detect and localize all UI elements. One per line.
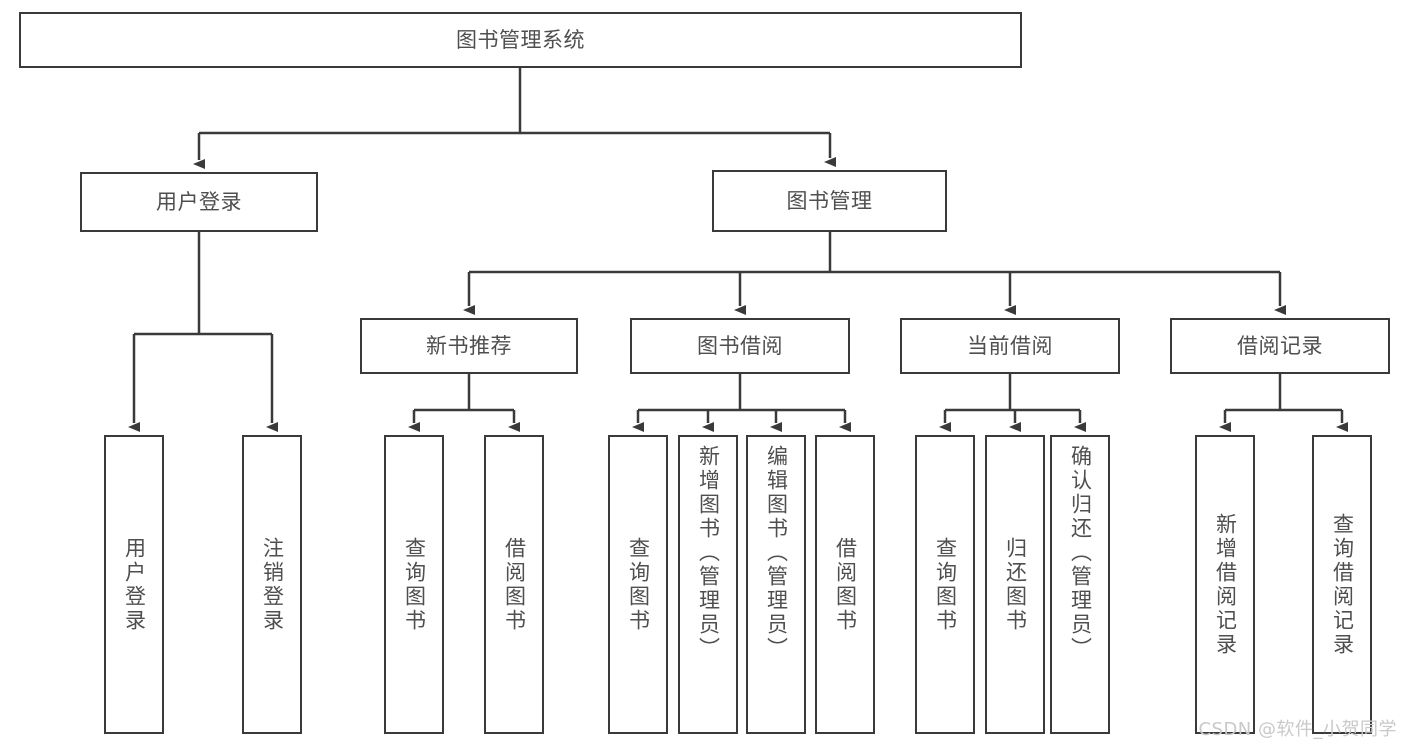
- level2-node[interactable]: 图书管理: [712, 170, 947, 232]
- leaf-label: 新增图书（管理员）: [696, 445, 721, 661]
- level3-label: 新书推荐: [426, 333, 512, 358]
- leaf-label: 新增借阅记录: [1213, 512, 1238, 657]
- leaf-node[interactable]: 新增图书（管理员）: [678, 435, 738, 734]
- leaf-label: 查询图书: [626, 536, 651, 633]
- level3-node[interactable]: 新书推荐: [360, 318, 578, 374]
- watermark-text: CSDN @软件_小贺同学: [1198, 719, 1397, 740]
- leaf-node[interactable]: 确认归还（管理员）: [1050, 435, 1110, 734]
- level3-label: 当前借阅: [967, 333, 1053, 358]
- leaf-node[interactable]: 用户登录: [104, 435, 164, 734]
- leaf-node[interactable]: 查询图书: [915, 435, 975, 734]
- root-node[interactable]: 图书管理系统: [19, 12, 1022, 68]
- leaf-node[interactable]: 查询借阅记录: [1312, 435, 1372, 734]
- leaf-node[interactable]: 查询图书: [608, 435, 668, 734]
- leaf-label: 编辑图书（管理员）: [764, 445, 789, 661]
- leaf-node[interactable]: 编辑图书（管理员）: [746, 435, 806, 734]
- leaf-label: 确认归还（管理员）: [1068, 445, 1093, 661]
- leaf-label: 用户登录: [122, 536, 147, 633]
- leaf-node[interactable]: 查询图书: [384, 435, 444, 734]
- leaf-node[interactable]: 新增借阅记录: [1195, 435, 1255, 734]
- leaf-node[interactable]: 注销登录: [242, 435, 302, 734]
- leaf-label: 借阅图书: [833, 536, 858, 633]
- level2-label: 用户登录: [156, 189, 242, 214]
- leaf-label: 注销登录: [260, 536, 285, 633]
- leaf-node[interactable]: 借阅图书: [815, 435, 875, 734]
- root-label: 图书管理系统: [456, 27, 585, 52]
- level2-node[interactable]: 用户登录: [80, 172, 318, 232]
- leaf-label: 归还图书: [1003, 536, 1028, 633]
- level3-node[interactable]: 当前借阅: [900, 318, 1120, 374]
- level3-label: 借阅记录: [1237, 333, 1323, 358]
- level3-node[interactable]: 图书借阅: [630, 318, 850, 374]
- leaf-node[interactable]: 归还图书: [985, 435, 1045, 734]
- level3-label: 图书借阅: [697, 333, 783, 358]
- leaf-label: 查询借阅记录: [1330, 512, 1355, 657]
- level3-node[interactable]: 借阅记录: [1170, 318, 1390, 374]
- leaf-label: 借阅图书: [502, 536, 527, 633]
- leaf-label: 查询图书: [402, 536, 427, 633]
- leaf-label: 查询图书: [933, 536, 958, 633]
- level2-label: 图书管理: [786, 188, 873, 213]
- leaf-node[interactable]: 借阅图书: [484, 435, 544, 734]
